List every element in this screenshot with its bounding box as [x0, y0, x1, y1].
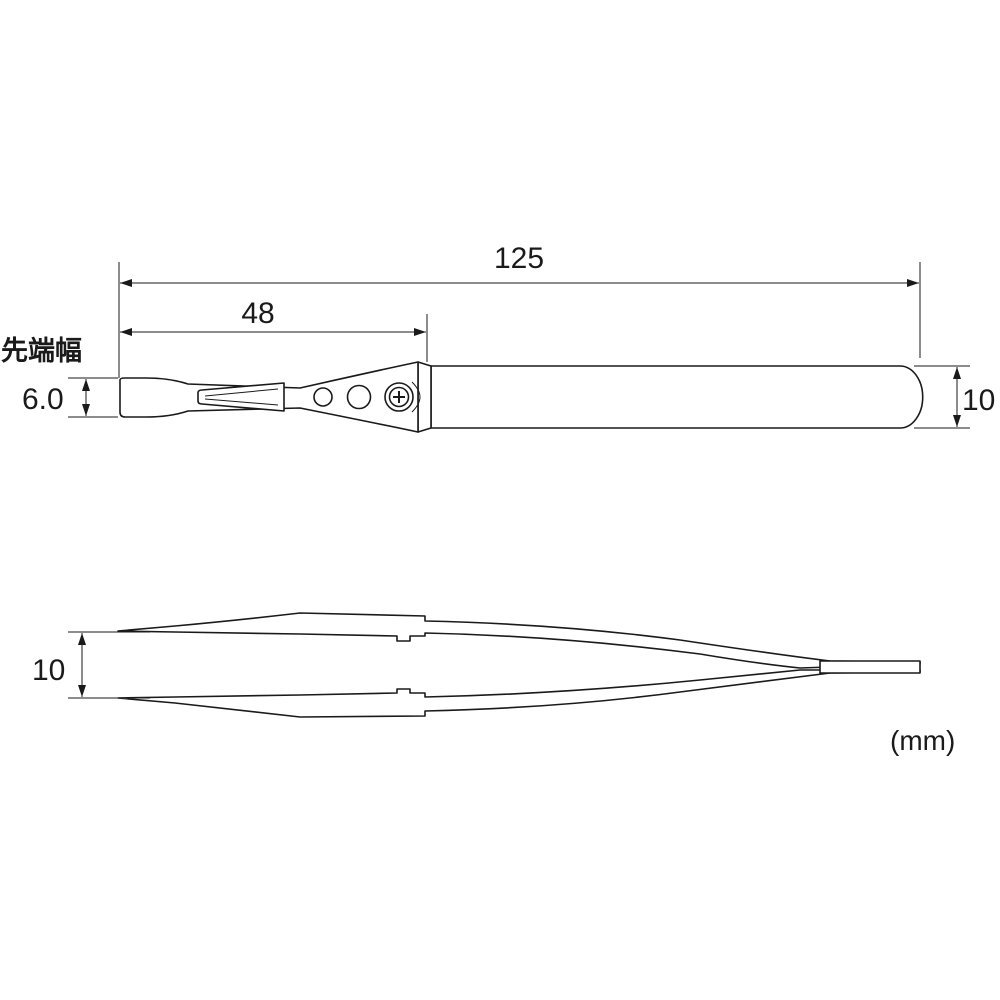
top-extension-lines — [68, 262, 970, 429]
overall-length-label: 125 — [494, 242, 544, 275]
phillips-screw-icon — [393, 391, 405, 403]
upper-arm — [117, 612, 921, 669]
hole-small — [313, 387, 333, 407]
tail-end — [819, 660, 921, 674]
grip-length-label: 48 — [241, 297, 274, 330]
hole-large — [346, 384, 372, 410]
handle-body — [430, 365, 924, 429]
tip-width-title: 先端幅 — [1, 336, 82, 367]
side-view — [117, 612, 921, 718]
top-view — [119, 361, 924, 433]
opening-width-label: 10 — [32, 654, 65, 687]
unit-label: (mm) — [890, 725, 955, 756]
handle-width-label: 10 — [962, 384, 995, 417]
tip-width-label: 6.0 — [22, 383, 64, 416]
lower-arm — [117, 669, 921, 718]
